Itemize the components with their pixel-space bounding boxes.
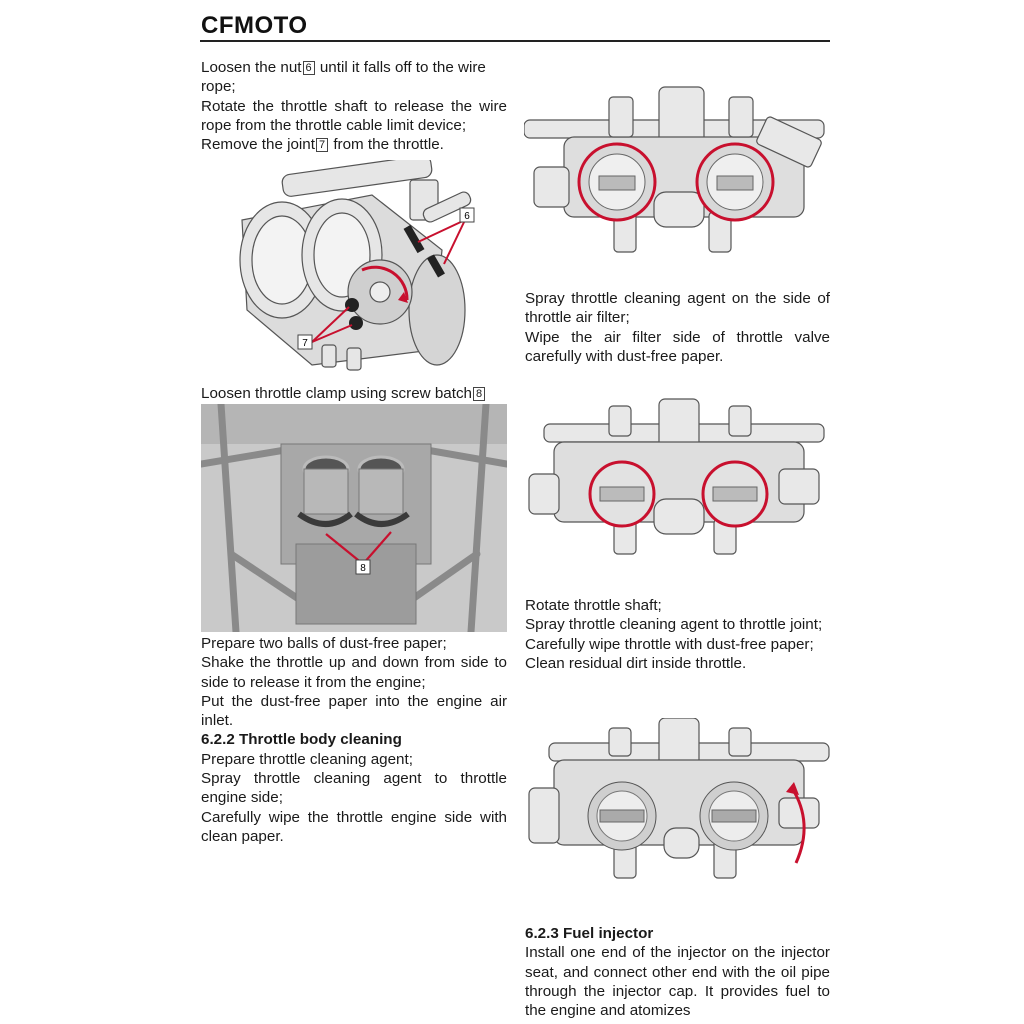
step-clean-residual-dirt: Clean residual dirt inside throttle. xyxy=(525,654,747,672)
fuel-injector-section: 6.2.3 Fuel injector Install one end of t… xyxy=(525,924,830,1020)
step-spray-engine-side: Spray throttle cleaning agent to throttl… xyxy=(201,770,507,807)
release-steps-block: Prepare two balls of dust-free paper; Sh… xyxy=(201,634,507,846)
callout-7: 7 xyxy=(302,338,308,349)
engine-bay-photo: 8 xyxy=(201,404,507,632)
step-rotate-throttle-shaft: Rotate throttle shaft; xyxy=(525,597,662,614)
air-filter-side-steps: Spray throttle cleaning agent on the sid… xyxy=(525,289,830,366)
step-shake-throttle: Shake the throttle up and down from side… xyxy=(201,654,507,691)
throttle-air-filter-side-figure xyxy=(524,82,830,272)
brand-logo-text: CFMOTO xyxy=(201,12,308,39)
ref-box-8: 8 xyxy=(473,387,486,401)
ref-box-7: 7 xyxy=(315,138,329,153)
throttle-engine-side-figure xyxy=(524,394,830,584)
step-prepare-agent: Prepare throttle cleaning agent; xyxy=(201,750,413,768)
step-text: Loosen the nut xyxy=(201,59,302,76)
step-spray-air-filter-side: Spray throttle cleaning agent on the sid… xyxy=(525,290,830,327)
throttle-body-figure: 6 7 xyxy=(222,160,492,375)
step-rotate-shaft: Rotate the throttle shaft to release the… xyxy=(201,97,507,134)
section-heading-6-2-3: 6.2.3 Fuel injector xyxy=(525,925,654,942)
fuel-injector-description: Install one end of the injector on the i… xyxy=(525,944,830,1020)
step-wipe-air-filter-side: Wipe the air filter side of throttle val… xyxy=(525,328,830,365)
step-text: from the throttle. xyxy=(329,136,444,154)
step-text: Loosen throttle clamp using screw batch xyxy=(201,385,472,402)
callout-8: 8 xyxy=(360,563,366,574)
step-spray-joint: Spray throttle cleaning agent to throttl… xyxy=(525,616,823,634)
ref-box-6: 6 xyxy=(302,61,315,75)
section-heading-6-2-2: 6.2.2 Throttle body cleaning xyxy=(201,731,402,749)
step-insert-paper: Put the dust-free paper into the engine … xyxy=(201,692,507,730)
step-text: until it falls off to the wire rope; xyxy=(201,59,486,96)
header-rule xyxy=(200,40,830,42)
throttle-shaft-rotation-figure xyxy=(524,718,830,893)
step-wipe-engine-side: Carefully wipe the throttle engine side … xyxy=(201,808,507,845)
step-wipe-throttle: Carefully wipe throttle with dust-free p… xyxy=(525,635,814,653)
callout-6: 6 xyxy=(464,211,470,222)
joint-cleaning-steps: Rotate throttle shaft; Spray throttle cl… xyxy=(525,596,830,673)
step-prepare-paper: Prepare two balls of dust-free paper; xyxy=(201,635,447,652)
step-text: Remove the joint xyxy=(201,136,315,154)
